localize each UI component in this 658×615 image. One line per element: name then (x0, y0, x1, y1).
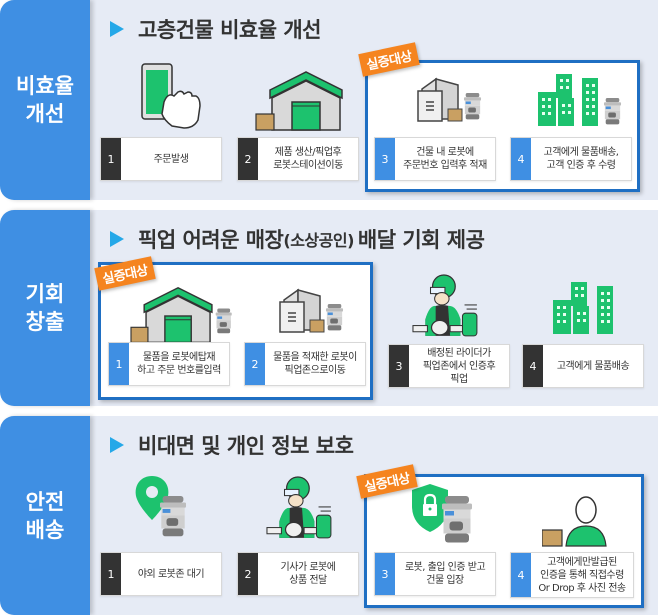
step-card: 2 기사가 로봇에 상품 전달 (237, 552, 359, 596)
step-number: 4 (511, 553, 531, 597)
panel-title-rest: 배달 기회 제공 (357, 228, 485, 252)
step-text: 제품 생산/픽업후 로봇스테이션이동 (273, 147, 343, 171)
step-number: 1 (101, 138, 121, 180)
building-robot-icon (417, 78, 481, 122)
panel-title: 픽업 어려운 매장 (소상공인) 배달 기회 제공 (110, 224, 485, 254)
building-robot-icon (279, 289, 343, 333)
step-number: 1 (101, 553, 121, 595)
step-number: 3 (375, 138, 395, 180)
warehouse-robot-icon (130, 287, 232, 344)
panel-title: 고층건물 비효율 개선 (110, 14, 322, 44)
step-card: 2 제품 생산/픽업후 로봇스테이션이동 (237, 137, 359, 181)
step-card: 2 물품을 적재한 로봇이 픽업존으로이동 (244, 342, 366, 386)
section-label: 기회 창출 (25, 282, 65, 334)
step-text: 로봇, 출입 인증 받고 건물 입장 (404, 562, 486, 586)
step-number: 2 (238, 553, 258, 595)
step-card: 3 건물 내 로봇에 주문번호 입력후 적재 (374, 137, 496, 181)
section-opportunity: 기회 창출 픽업 어려운 매장 (소상공인) 배달 기회 제공 실증대상 1 물… (0, 210, 658, 406)
section-label-tab: 기회 창출 (0, 210, 90, 406)
panel-title: 비대면 및 개인 정보 보호 (110, 430, 354, 460)
step-card: 1 물품을 로봇에탑재 하고 주문 번호를입력 (108, 342, 230, 386)
play-arrow-icon (110, 231, 124, 247)
location-robot-icon (135, 476, 186, 537)
warehouse-icon (255, 71, 343, 131)
step-card: 3 배정된 라이더가 픽업존에서 인증후 픽업 (388, 344, 510, 388)
section-label-tab: 안전 배송 (0, 416, 90, 615)
section-panel: 비대면 및 개인 정보 보호 1 야외 로봇존 대기 2 기사가 로봇에 상품 … (90, 416, 658, 615)
step-number: 2 (245, 343, 265, 385)
rider-icon (266, 476, 332, 539)
section-inefficiency: 비효율 개선 고층건물 비효율 개선 1 주문발생 2 제품 생산/픽업후 로봇… (0, 0, 658, 200)
step-number: 3 (389, 345, 409, 387)
section-label: 안전 배송 (25, 489, 65, 542)
step-text: 고객에게만발급된 인증을 통해 직접수령 Or Drop 후 사진 전송 (538, 556, 626, 594)
step-card: 4 고객에게 물품배송 (522, 344, 644, 388)
step-text: 야외 로봇존 대기 (137, 568, 205, 580)
section-panel: 픽업 어려운 매장 (소상공인) 배달 기회 제공 실증대상 1 물품을 로봇에… (90, 210, 658, 406)
step-card: 1 주문발생 (100, 137, 222, 181)
step-card: 4 고객에게만발급된 인증을 통해 직접수령 Or Drop 후 사진 전송 (510, 552, 634, 598)
person-package-icon (542, 496, 607, 547)
step-card: 3 로봇, 출입 인증 받고 건물 입장 (374, 552, 496, 596)
city-icon (553, 282, 613, 334)
panel-title-text: 고층건물 비효율 개선 (138, 18, 322, 42)
section-label: 비효율 개선 (16, 74, 74, 126)
city-robot-icon (538, 74, 621, 126)
step-text: 물품을 로봇에탑재 하고 주문 번호를입력 (137, 352, 221, 376)
step-number: 3 (375, 553, 395, 595)
step-number: 1 (109, 343, 129, 385)
step-text: 건물 내 로봇에 주문번호 입력후 적재 (403, 147, 487, 171)
step-number: 4 (511, 138, 531, 180)
panel-title-text: 비대면 및 개인 정보 보호 (138, 434, 354, 458)
rider-icon (412, 274, 478, 337)
panel-title-main: 픽업 어려운 매장 (138, 228, 284, 252)
step-card: 4 고객에게 물품배송, 고객 인증 후 수령 (510, 137, 632, 181)
step-text: 배정된 라이더가 픽업존에서 인증후 픽업 (422, 347, 496, 385)
step-text: 기사가 로봇에 상품 전달 (280, 562, 336, 586)
play-arrow-icon (110, 437, 124, 453)
step-text: 고객에게 물품배송 (556, 360, 630, 372)
play-arrow-icon (110, 21, 124, 37)
step-number: 4 (523, 345, 543, 387)
step-text: 물품을 적재한 로봇이 픽업존으로이동 (273, 352, 357, 376)
section-panel: 고층건물 비효율 개선 1 주문발생 2 제품 생산/픽업후 로봇스테이션이동 … (90, 0, 658, 200)
step-text: 주문발생 (153, 153, 189, 165)
section-label-tab: 비효율 개선 (0, 0, 90, 200)
panel-title-paren: (소상공인) (283, 231, 354, 250)
shield-lock-robot-icon (412, 484, 472, 543)
step-text: 고객에게 물품배송, 고객 인증 후 수령 (543, 147, 619, 171)
step-card: 1 야외 로봇존 대기 (100, 552, 222, 596)
smartphone-tap-icon (141, 63, 201, 129)
step-number: 2 (238, 138, 258, 180)
section-safe-delivery: 안전 배송 비대면 및 개인 정보 보호 1 야외 로봇존 대기 2 기사가 로… (0, 416, 658, 615)
